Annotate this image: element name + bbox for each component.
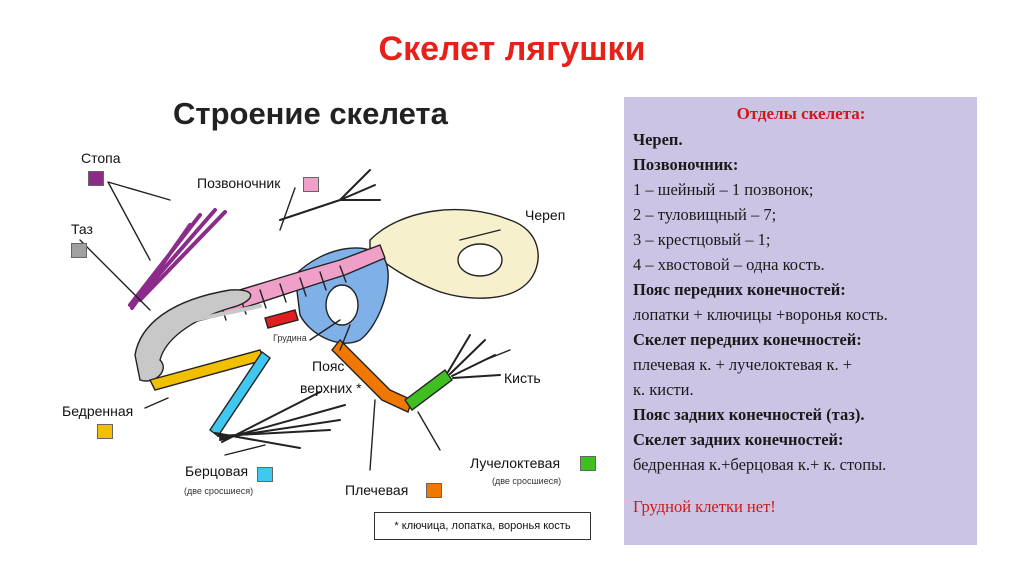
panel-line: Череп. <box>633 127 969 152</box>
label-bertsovaya-note: (две сросшиеся) <box>184 486 253 496</box>
label-bertsovaya: Берцовая <box>185 463 248 479</box>
swatch-plechevaya <box>426 483 442 498</box>
panel-line: 4 – хвостовой – одна кость. <box>633 252 969 277</box>
label-kist: Кисть <box>504 370 541 386</box>
panel-line: бедренная к.+берцовая к.+ к. стопы. <box>633 452 969 477</box>
swatch-pozvonochnik <box>303 177 319 192</box>
panel-footer: Грудной клетки нет! <box>633 497 969 517</box>
panel-line: 3 – крестцовый – 1; <box>633 227 969 252</box>
label-lucheloktevaya: Лучелоктевая <box>470 455 560 471</box>
swatch-bedrennaya <box>97 424 113 439</box>
panel-heading: Отделы скелета: <box>633 104 969 124</box>
label-poyas-1: Пояс <box>312 358 344 374</box>
diagram-subtitle: Строение скелета <box>173 96 448 132</box>
panel-line: плечевая к. + лучелоктевая к. + <box>633 352 969 377</box>
page-title: Скелет лягушки <box>0 30 1024 69</box>
swatch-taz <box>71 243 87 258</box>
panel-line: к. кисти. <box>633 377 969 402</box>
swatch-bertsovaya <box>257 467 273 482</box>
panel-line: Позвоночник: <box>633 152 969 177</box>
label-stopa: Стопа <box>81 150 121 166</box>
label-taz: Таз <box>71 221 93 237</box>
label-plechevaya: Плечевая <box>345 482 408 498</box>
label-poyas-2: верхних * <box>300 380 362 396</box>
panel-line: Скелет задних конечностей: <box>633 427 969 452</box>
label-pozvonochnik: Позвоночник <box>197 175 280 191</box>
label-bedrennaya: Бедренная <box>62 403 133 419</box>
panel-line: Скелет передних конечностей: <box>633 327 969 352</box>
frog-skeleton-diagram <box>40 130 620 560</box>
label-grudina: Грудина <box>273 333 307 343</box>
label-lucheloktevaya-note: (две сросшиеся) <box>492 476 561 486</box>
label-cherep: Череп <box>525 207 565 223</box>
swatch-stopa <box>88 171 104 186</box>
panel-line: Пояс задних конечностей (таз). <box>633 402 969 427</box>
radioulna <box>405 370 452 410</box>
sternum <box>265 310 298 328</box>
panel-line: Пояс передних конечностей: <box>633 277 969 302</box>
footnote: * ключица, лопатка, воронья кость <box>374 512 591 540</box>
skull <box>370 210 538 299</box>
panel-line: 2 – туловищный – 7; <box>633 202 969 227</box>
skull-eye-orbit <box>458 244 502 276</box>
swatch-lucheloktevaya <box>580 456 596 471</box>
skeleton-sections-panel: Отделы скелета: Череп.Позвоночник:1 – ше… <box>624 97 977 545</box>
panel-line: лопатки + ключицы +воронья кость. <box>633 302 969 327</box>
panel-lines: Череп.Позвоночник:1 – шейный – 1 позвоно… <box>633 127 969 477</box>
humerus <box>332 340 412 412</box>
panel-line: 1 – шейный – 1 позвонок; <box>633 177 969 202</box>
